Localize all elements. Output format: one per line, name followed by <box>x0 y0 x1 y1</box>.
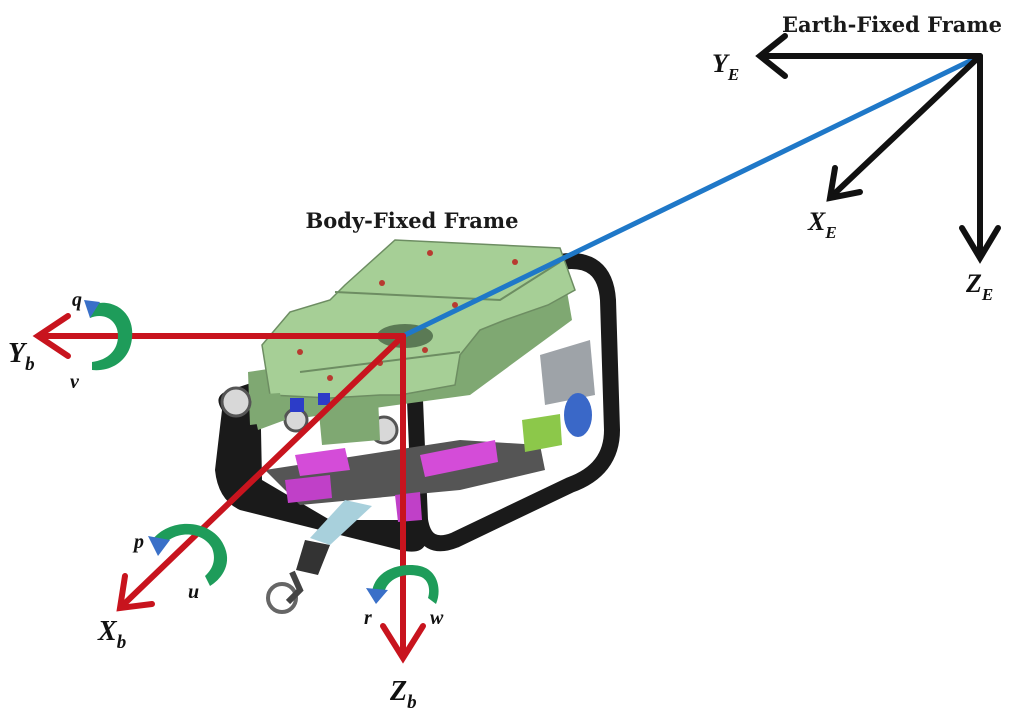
gripper-claw <box>285 570 304 605</box>
label-v: v <box>70 371 80 393</box>
magenta-beam-4 <box>395 492 422 522</box>
body-y-label: Yb <box>8 338 35 375</box>
earth-x-label: XE <box>807 207 837 242</box>
label-w: w <box>430 607 444 629</box>
label-r: r <box>364 607 372 629</box>
top-bolts <box>297 250 518 381</box>
magenta-beam-1 <box>295 448 350 476</box>
thruster-housing <box>540 340 595 405</box>
rotation-arrow-xb-tip <box>148 536 170 556</box>
earth-z-arrowhead <box>959 225 1001 264</box>
body-x-axis <box>119 333 406 609</box>
rotation-arrow-zb-tip <box>366 588 388 604</box>
magenta-beam-3 <box>285 475 332 503</box>
rotation-arrow-zb <box>372 565 439 604</box>
earth-frame-axes <box>755 33 1001 264</box>
thruster-blue <box>564 393 592 437</box>
headlight-left <box>220 386 252 418</box>
rotation-arrow-yb-tip <box>84 300 100 318</box>
label-p: p <box>132 531 144 553</box>
manipulator-joint <box>296 540 330 575</box>
top-groove-1 <box>334 261 561 302</box>
rotation-arrows <box>84 300 439 604</box>
body-x-label: Xb <box>97 616 126 653</box>
front-lower-left <box>250 393 285 430</box>
earth-x-arrowhead <box>826 165 863 202</box>
earth-y-label: YE <box>712 49 739 84</box>
body-z-label: Zb <box>389 676 417 713</box>
vehicle-top-face <box>261 239 576 399</box>
label-u: u <box>188 581 199 603</box>
frame-link-line <box>401 53 982 339</box>
rotation-arrow-yb <box>88 302 133 371</box>
label-q: q <box>72 289 82 311</box>
body-z-arrowhead <box>380 623 426 664</box>
manipulator-arm <box>310 500 372 545</box>
earth-z-label: ZE <box>965 269 993 304</box>
front-frame <box>215 380 425 552</box>
magenta-beam-2 <box>420 440 498 477</box>
earth-frame-title: Earth-Fixed Frame <box>782 12 1002 37</box>
front-lower-right <box>318 398 380 445</box>
body-frame-axes <box>32 313 426 664</box>
rov-vehicle-illustration <box>215 239 621 614</box>
earth-x-axis <box>829 53 983 199</box>
rotation-arrow-xb <box>152 523 228 586</box>
body-frame-title: Body-Fixed Frame <box>306 208 519 233</box>
rear-frame <box>406 253 621 552</box>
blue-connector-2 <box>318 393 330 405</box>
body-y-arrowhead <box>32 313 71 359</box>
earth-y-arrowhead <box>755 33 788 79</box>
blue-connector-1 <box>290 398 304 412</box>
green-block <box>522 414 562 452</box>
body-x-arrowhead <box>116 573 155 612</box>
